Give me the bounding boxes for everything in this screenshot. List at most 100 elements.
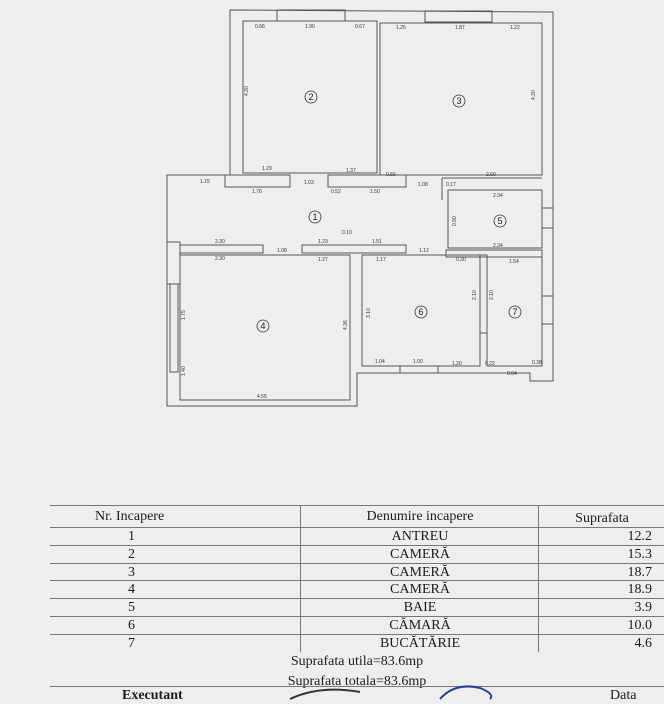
total-area: Suprafata totala=83.6mp	[287, 674, 427, 689]
dimension-label: 0.30	[456, 257, 466, 263]
usable-area: Suprafata utila=83.6mp	[290, 654, 424, 669]
table-row: 5 BAIE 3.9	[50, 598, 664, 617]
dimension-label: 2.60	[486, 172, 496, 178]
room-number: 6	[418, 307, 423, 317]
dimension-label: 0.66	[386, 172, 396, 178]
header-nr: Nr. Incapere	[95, 509, 165, 524]
dimension-label: 0.52	[331, 189, 341, 195]
room-area-cell: 18.7	[538, 563, 664, 581]
window	[169, 283, 179, 373]
window	[276, 9, 346, 22]
wall	[479, 254, 488, 334]
dimension-label: 4.20	[244, 86, 250, 96]
dimension-label: 1.17	[376, 257, 386, 263]
dimension-label: 0.67	[355, 24, 365, 30]
window	[541, 295, 554, 325]
room-number-cell: 3	[128, 564, 135, 580]
header-area: Suprafata	[538, 506, 664, 528]
room-name-cell: CAMERĂ	[300, 545, 539, 563]
room-number-cell: 7	[128, 635, 135, 651]
dimension-label: 1.15	[200, 179, 210, 185]
dimension-label: 3.10	[366, 308, 372, 318]
room-number: 1	[312, 212, 317, 222]
window	[166, 241, 181, 285]
dimension-label: 2.30	[215, 256, 225, 262]
floor-plan: 2 3 1 5 4 6 7 0.66 1.90 0.67 4.20 1.29 1…	[166, 9, 554, 407]
room-name-cell: ANTREU	[300, 528, 539, 545]
room-name-cell: CĂMARĂ	[300, 617, 539, 634]
room-3-outline	[379, 22, 543, 176]
dimension-label: 0.38	[532, 360, 542, 366]
stamp-signature	[289, 685, 493, 700]
dimension-label: 1.04	[375, 359, 385, 365]
wall	[441, 177, 542, 200]
room-number-cell: 1	[128, 529, 135, 544]
wall	[445, 249, 543, 258]
room-4-outline	[179, 254, 351, 401]
dimension-label: 1.87	[455, 25, 465, 31]
dimension-label: 1.76	[252, 189, 262, 195]
dimension-label: 2.30	[215, 239, 225, 245]
room-number: 3	[456, 96, 461, 106]
date-label: Data	[610, 688, 637, 703]
room-number-cell: 4	[128, 582, 135, 598]
dimension-label: 1.75	[181, 310, 187, 320]
room-area-cell: 12.2	[538, 528, 664, 545]
dimension-label: 1.40	[181, 366, 187, 376]
header-name: Denumire incapere	[300, 506, 539, 528]
dimension-label: 0.10	[342, 230, 352, 236]
room-number-cell: 6	[128, 618, 135, 633]
dimension-label: 1.27	[318, 257, 328, 263]
dimension-label: 1.54	[509, 259, 519, 265]
table-row: 3 CAMERĂ 18.7	[50, 562, 664, 581]
table-header: Nr. Incapere Denumire incapere Suprafata	[50, 505, 664, 528]
room-area-cell: 10.0	[538, 617, 664, 634]
dimension-label: 1.20	[452, 361, 462, 367]
dimension-label: 1.90	[305, 24, 315, 30]
wall	[301, 244, 407, 254]
window	[399, 365, 439, 374]
room-number: 4	[260, 321, 265, 331]
dimension-label: 1.08	[418, 182, 428, 188]
dimension-label: 4.36	[343, 320, 349, 330]
dimension-label: 1.50	[370, 189, 380, 195]
wall	[327, 174, 407, 188]
room-number: 7	[512, 307, 517, 317]
room-name-cell: BAIE	[300, 599, 539, 617]
dimension-label: 2.10	[472, 290, 478, 300]
dimension-label: 1.12	[419, 248, 429, 254]
dimension-label: 0.66	[255, 24, 265, 30]
executant-label: Executant	[122, 688, 183, 703]
room-area-cell: 18.9	[538, 581, 664, 599]
dimension-label: 1.29	[262, 166, 272, 172]
dimension-label: 0.64	[507, 371, 517, 377]
dimension-label: 2.34	[493, 193, 503, 199]
room-number: 5	[497, 216, 502, 226]
dimension-label: 0.17	[446, 182, 456, 188]
window	[541, 207, 554, 229]
room-area-cell: 3.9	[538, 599, 664, 617]
dimension-label: 4.55	[257, 394, 267, 400]
dimension-label: 0.22	[485, 361, 495, 367]
dimension-label: 1.08	[277, 248, 287, 254]
room-name-cell: BUCĂTĂRIE	[300, 634, 539, 652]
room-area-cell: 4.6	[538, 634, 664, 652]
dimension-label: 1.37	[346, 168, 356, 174]
room-number: 2	[308, 92, 313, 102]
room-number-cell: 5	[128, 600, 135, 616]
dimension-label: 2.34	[493, 243, 503, 249]
room-area-cell: 15.3	[538, 545, 664, 563]
room-name-cell: CAMERĂ	[300, 563, 539, 581]
dimension-label: 1.03	[304, 180, 314, 186]
window	[424, 10, 493, 23]
dimension-label: 0.90	[452, 216, 458, 226]
table-row: 4 CAMERĂ 18.9	[50, 580, 664, 599]
table-row: 1 ANTREU 12.2	[50, 527, 664, 545]
wall	[224, 174, 291, 188]
dimension-label: 1.23	[318, 239, 328, 245]
dimension-label: 1.00	[413, 359, 423, 365]
table-row: 2 CAMERĂ 15.3	[50, 544, 664, 563]
dimension-label: 1.22	[510, 25, 520, 31]
table-row: 6 CĂMARĂ 10.0	[50, 616, 664, 634]
room-name-cell: CAMERĂ	[300, 581, 539, 599]
